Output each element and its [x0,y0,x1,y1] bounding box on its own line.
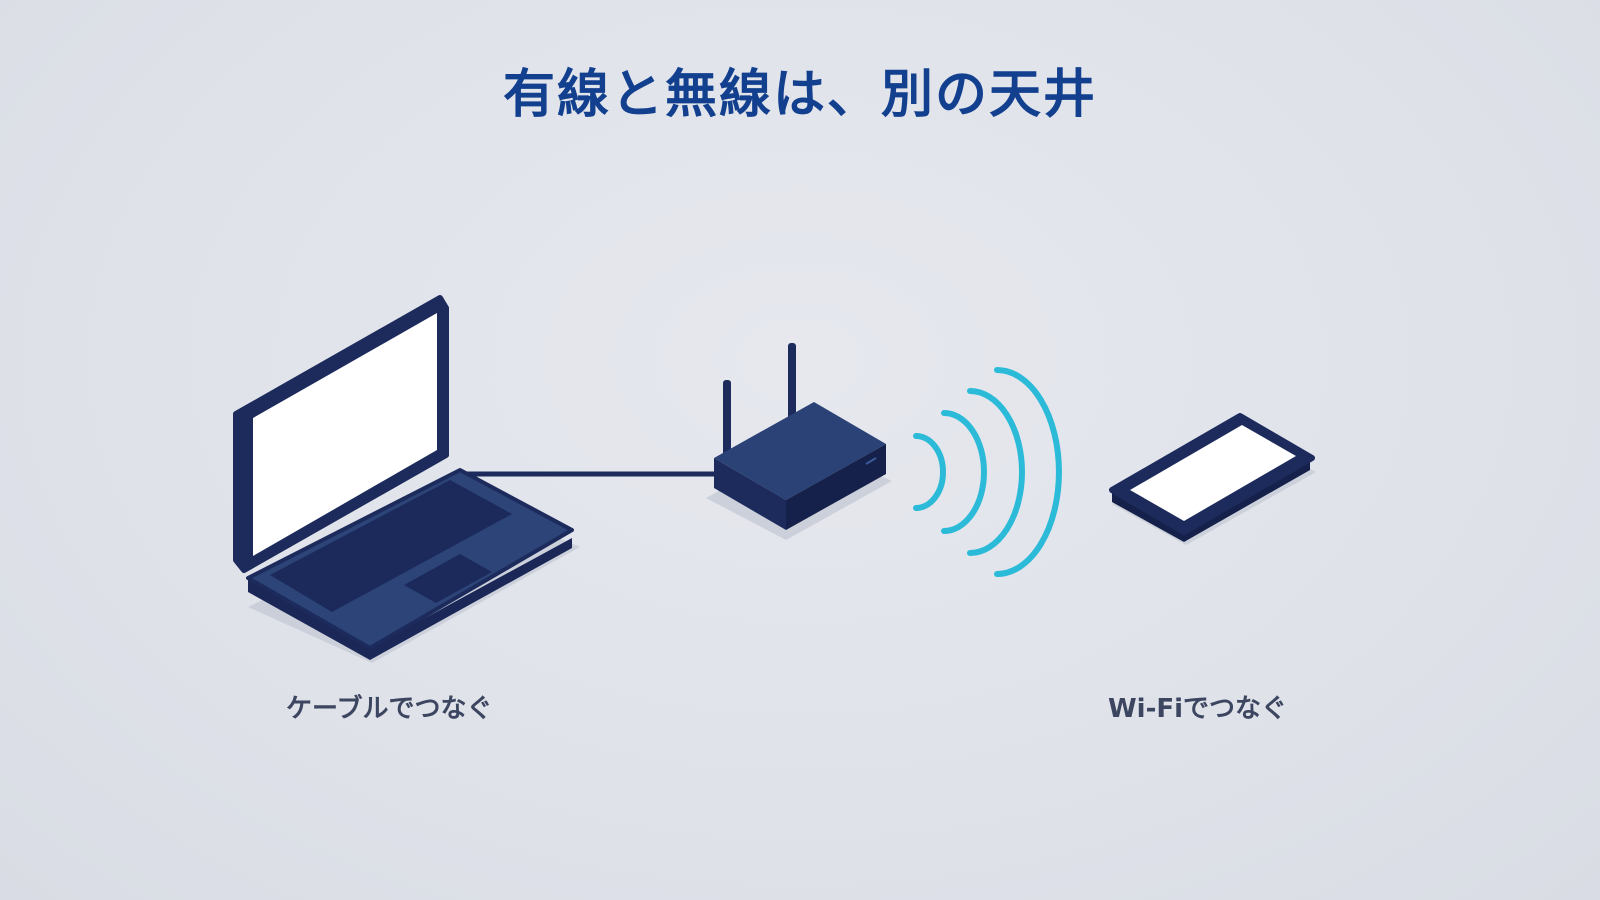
smartphone-icon [1109,413,1316,545]
laptop-icon [233,295,580,663]
wifi-wave-3 [967,388,1025,556]
wifi-wave-1 [913,433,946,511]
wired-connection-label: ケーブルでつなぐ [286,694,493,724]
wifi-wave-4 [994,367,1062,577]
wifi-signal-icon [913,367,1062,577]
wifi-wave-2 [941,410,987,534]
wireless-connection-label: Wi-Fiでつなぐ [1108,694,1288,724]
page-title: 有線と無線は、別の天井 [502,65,1097,125]
router-icon [706,343,892,540]
